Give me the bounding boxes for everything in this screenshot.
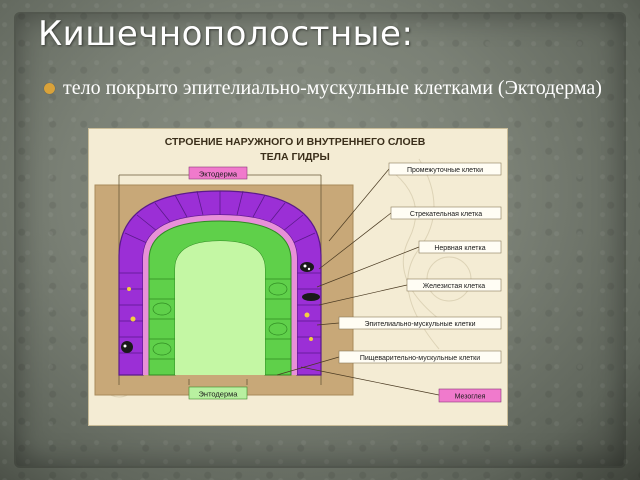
callout-mesoglea: Мезоглея: [455, 394, 486, 401]
bullet-dot-icon: [44, 83, 55, 94]
special-cells: [121, 262, 320, 353]
callout-box-mesoglea: [438, 388, 502, 403]
ectoderm-label-box: [188, 166, 248, 180]
callout-stinging-cell: Стрекательная клетка: [410, 211, 482, 218]
hydra-layers-figure: СТРОЕНИЕ НАРУЖНОГО И ВНУТРЕННЕГО СЛОЕВ Т…: [88, 128, 508, 426]
mesoglea-layer: [143, 215, 297, 375]
callout-box-stinging: [390, 206, 502, 220]
leader-lines: [276, 168, 440, 396]
figure-heading-line2: ТЕЛА ГИДРЫ: [260, 151, 330, 163]
callout-box-intermediate: [388, 162, 502, 176]
callout-nerve-cell: Нервная клетка: [434, 245, 485, 252]
gastric-cavity: [175, 241, 265, 375]
callout-box-epithelial: [338, 316, 502, 330]
callout-box-nerve: [418, 240, 502, 254]
slide-title: Кишечнополостные:: [38, 14, 414, 54]
callout-epithelial-muscle-cells: Эпителиально-мускульные клетки: [364, 321, 475, 328]
ectoderm-label: Эктодерма: [199, 170, 238, 179]
callout-box-digestive: [338, 350, 502, 364]
callout-glandular-cell: Железистая клетка: [423, 283, 486, 290]
callout-boxes: Промежуточные клетки Стрекательная клетк…: [338, 162, 502, 403]
endoderm-label-box: [188, 386, 248, 400]
callout-digestive-muscle-cells: Пищеварительно-мускульные клетки: [360, 355, 480, 362]
hydra-diagram: СТРОЕНИЕ НАРУЖНОГО И ВНУТРЕННЕГО СЛОЕВ Т…: [94, 136, 502, 403]
callout-box-glandular: [406, 278, 502, 292]
endoderm-label: Энтодерма: [199, 390, 239, 399]
callout-intermediate-cells: Промежуточные клетки: [407, 167, 483, 174]
ectoderm-cells: [119, 190, 321, 354]
figure-heading-line1: СТРОЕНИЕ НАРУЖНОГО И ВНУТРЕННЕГО СЛОЕВ: [165, 136, 426, 148]
endoderm-cells: [149, 278, 291, 360]
bullet-item: тело покрыто эпителиально-мускульные кле…: [44, 76, 604, 100]
bullet-text: тело покрыто эпителиально-мускульные кле…: [63, 77, 602, 99]
